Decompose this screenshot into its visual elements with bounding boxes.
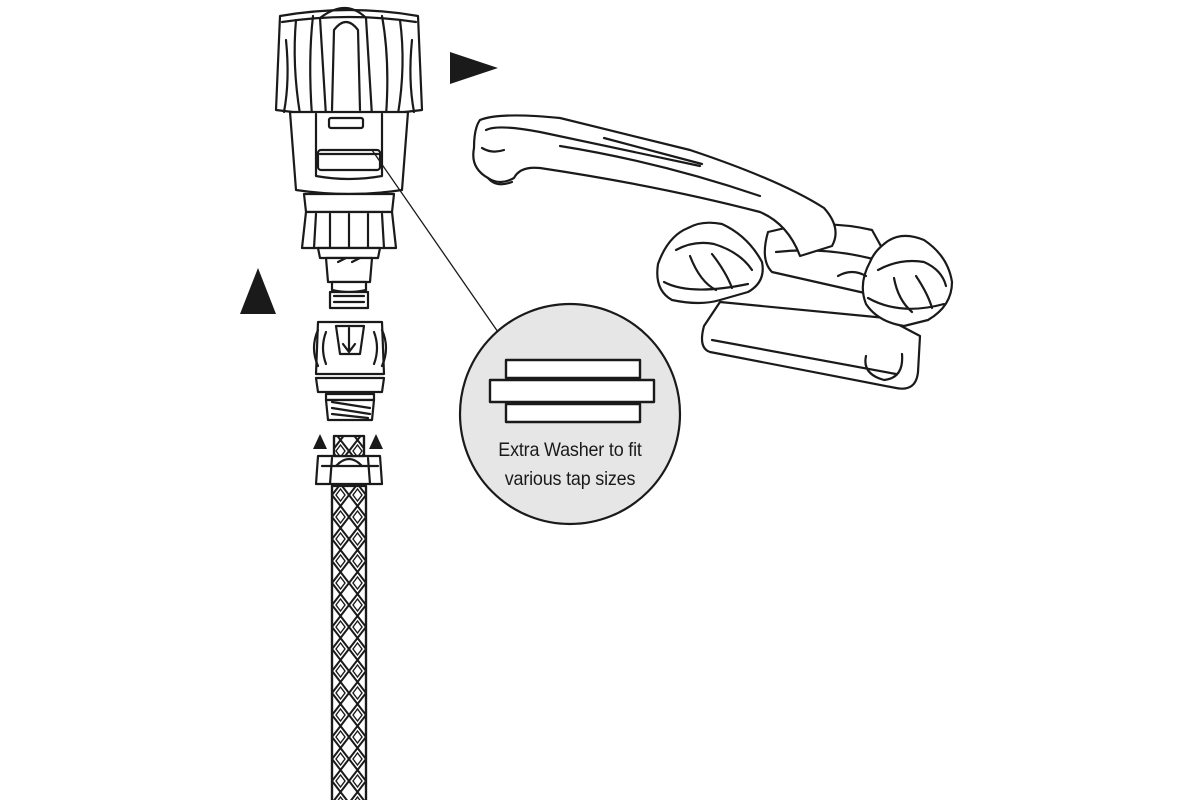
washer-icon-middle [488, 378, 656, 404]
arrow-up-right-icon [369, 434, 383, 449]
tap-connector-threaded-collar [300, 192, 398, 260]
tap-connector-body [288, 110, 410, 196]
tap-adaptor-nipple [324, 256, 374, 310]
washer-icon-top [504, 358, 642, 380]
arrow-right-icon [450, 52, 498, 84]
arrow-up-left-icon [313, 434, 327, 449]
callout-caption: Extra Washer to fit various tap sizes [476, 436, 664, 494]
washer-callout [458, 302, 682, 526]
tap-connector-top-nut [274, 6, 424, 118]
callout-leader-line [371, 149, 499, 333]
braided-hose [330, 434, 368, 800]
arrow-up-icon [240, 268, 276, 314]
mixer-tap [472, 114, 954, 390]
hose-nut [314, 454, 384, 486]
washer-icon-bottom [504, 402, 642, 424]
callout-caption-line-1: Extra Washer to fit [498, 439, 642, 461]
hose-connector [312, 320, 388, 422]
callout-caption-line-2: various tap sizes [504, 468, 636, 490]
